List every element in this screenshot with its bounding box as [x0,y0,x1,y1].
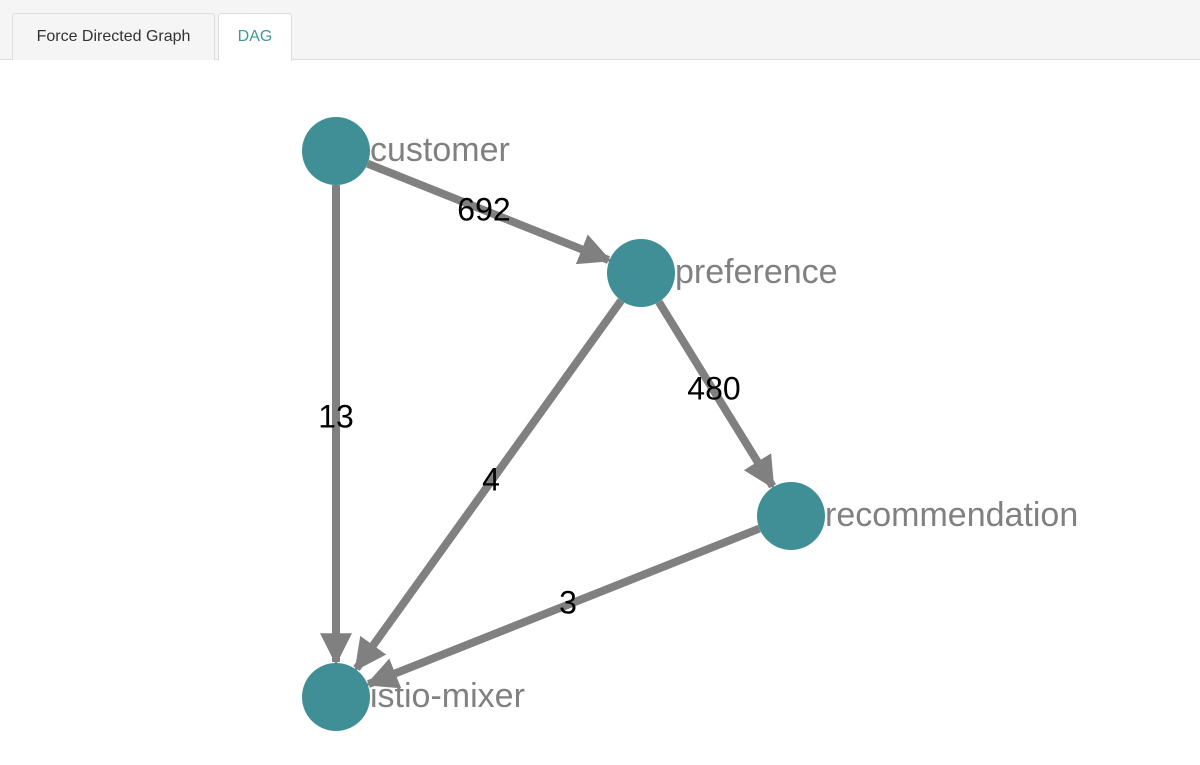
edge-preference-to-istio-mixer [353,298,625,672]
node-label-preference: preference [675,253,838,291]
node-preference[interactable] [607,239,675,307]
tab-force-directed-graph[interactable]: Force Directed Graph [12,13,215,60]
edge-label-preference-to-istio-mixer: 4 [482,461,500,497]
node-label-istio-mixer: istio-mixer [370,677,525,715]
node-label-recommendation: recommendation [825,496,1078,534]
edge-label-preference-to-recommendation: 480 [687,370,740,406]
tab-dag[interactable]: DAG [218,13,292,61]
edge-label-customer-to-preference: 692 [457,191,510,227]
node-recommendation[interactable] [757,482,825,550]
node-label-customer: customer [370,131,510,169]
node-istio-mixer[interactable] [302,663,370,731]
tab-bar: Force Directed Graph DAG [0,0,1200,61]
edge-recommendation-to-istio-mixer [365,524,761,689]
edge-preference-to-recommendation [655,299,777,489]
edge-customer-to-preference [366,159,612,265]
node-customer[interactable] [302,117,370,185]
dag-graph-panel: 692 13 480 4 3 customer preference recommendat… [0,60,1200,765]
edge-label-recommendation-to-istio-mixer: 3 [559,584,577,620]
edge-label-customer-to-istio-mixer: 13 [318,398,354,434]
